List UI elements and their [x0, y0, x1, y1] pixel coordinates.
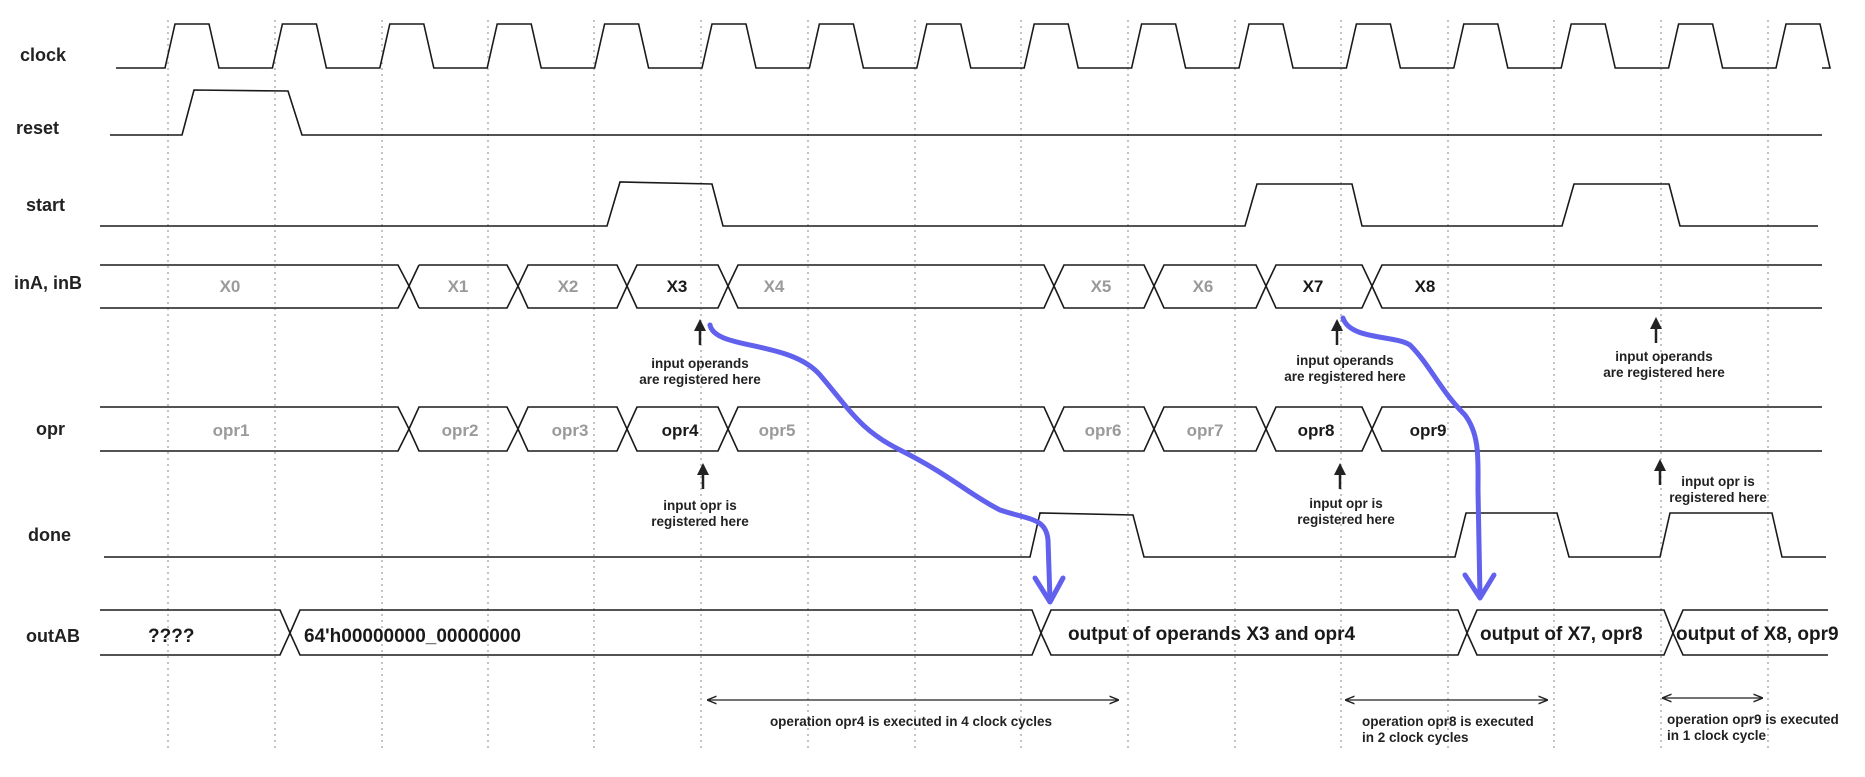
note-opr-3-line2: registered here — [1669, 490, 1767, 505]
note-operands-1-line2: are registered here — [639, 372, 761, 387]
flow-arrow-x7-to-output — [1340, 315, 1497, 601]
bus-value-x6: X6 — [1193, 277, 1214, 296]
note-operands-3-line1: input operands — [1615, 349, 1713, 364]
bus-value-x4: X4 — [764, 277, 785, 296]
duration-note-opr8-line1: operation opr8 is executed — [1362, 714, 1534, 729]
duration-note-opr4: operation opr4 is executed in 4 clock cy… — [770, 714, 1052, 729]
opr-value-opr9: opr9 — [1410, 421, 1447, 440]
signal-label-opr: opr — [36, 419, 65, 439]
duration-note-opr9-line2: in 1 clock cycle — [1667, 728, 1767, 743]
opr-value-opr1: opr1 — [213, 421, 250, 440]
up-arrow-icon — [1654, 459, 1666, 485]
clock-waveform — [116, 23, 1832, 69]
register-markers — [694, 317, 1666, 489]
opr-value-opr8: opr8 — [1298, 421, 1335, 440]
up-arrow-icon — [694, 319, 706, 345]
opr-value-opr2: opr2 — [442, 421, 479, 440]
opr-bus — [100, 406, 1822, 452]
signal-label-output: outAB — [26, 626, 80, 646]
bus-value-x0: X0 — [220, 277, 241, 296]
flow-arrow-x3-to-output — [707, 322, 1066, 605]
opr-value-opr3: opr3 — [552, 421, 589, 440]
note-opr-2-line1: input opr is — [1309, 496, 1383, 511]
done-waveform — [104, 512, 1826, 558]
opr-value-opr7: opr7 — [1187, 421, 1224, 440]
duration-note-opr8-line2: in 2 clock cycles — [1362, 730, 1469, 745]
duration-note-opr9-line1: operation opr9 is executed — [1667, 712, 1839, 727]
bus-value-x8: X8 — [1415, 277, 1436, 296]
opr-value-opr5: opr5 — [759, 421, 796, 440]
opr-value-opr6: opr6 — [1085, 421, 1122, 440]
signal-label-start: start — [26, 195, 65, 215]
reset-waveform — [110, 89, 1822, 136]
bus-value-x3: X3 — [667, 277, 688, 296]
up-arrow-icon — [697, 463, 709, 489]
note-opr-2-line2: registered here — [1297, 512, 1395, 527]
note-opr-1-line2: registered here — [651, 514, 749, 529]
out-value-x7-opr8: output of X7, opr8 — [1480, 624, 1643, 645]
out-value-x3-opr4: output of operands X3 and opr4 — [1068, 624, 1356, 645]
opr-value-opr4: opr4 — [662, 421, 699, 440]
note-operands-1-line1: input operands — [651, 356, 749, 371]
signal-label-reset: reset — [16, 118, 59, 138]
note-opr-3-line1: input opr is — [1681, 474, 1755, 489]
bus-value-x2: X2 — [558, 277, 579, 296]
out-value-x8-opr9: output of X8, opr9 — [1676, 624, 1839, 645]
signal-label-inputs: inA, inB — [14, 273, 82, 293]
note-operands-2-line2: are registered here — [1284, 369, 1406, 384]
up-arrow-icon — [1331, 319, 1343, 345]
up-arrow-icon — [1334, 463, 1346, 489]
bus-value-x7: X7 — [1303, 277, 1324, 296]
clock-edge-gridlines — [167, 20, 1769, 750]
bus-value-x1: X1 — [448, 277, 469, 296]
out-value-unknown: ???? — [148, 626, 194, 647]
note-operands-2-line1: input operands — [1296, 353, 1394, 368]
output-bus — [100, 609, 1828, 656]
signal-label-done: done — [28, 525, 71, 545]
up-arrow-icon — [1650, 317, 1662, 343]
inputs-bus — [100, 264, 1822, 309]
bus-value-x5: X5 — [1091, 277, 1112, 296]
note-opr-1-line1: input opr is — [663, 498, 737, 513]
signal-label-clock: clock — [20, 45, 67, 65]
out-value-zero: 64'h00000000_00000000 — [304, 626, 521, 647]
start-waveform — [100, 181, 1818, 227]
note-operands-3-line2: are registered here — [1603, 365, 1725, 380]
